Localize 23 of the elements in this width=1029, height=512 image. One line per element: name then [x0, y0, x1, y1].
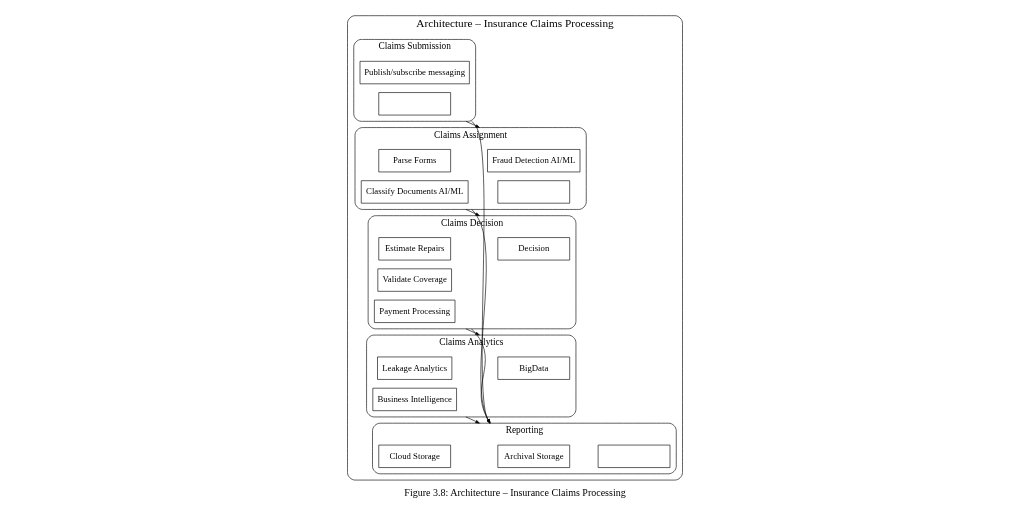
node-box: Leakage Analytics: [376, 356, 452, 380]
node-box: Classify Documents AI/ML: [360, 180, 468, 204]
node-box: Publish/subscribe messaging: [359, 61, 470, 85]
node-box: Validate Coverage: [377, 268, 452, 292]
node-box: [597, 444, 670, 468]
node-box: Archival Storage: [497, 444, 570, 468]
arrow: [465, 328, 480, 336]
arrow: [465, 416, 480, 424]
node-box: Estimate Repairs: [377, 237, 451, 261]
node-box: [377, 92, 451, 116]
node-box: Business Intelligence: [372, 387, 457, 411]
arrow: [465, 121, 480, 128]
arrow: [470, 209, 490, 424]
node-box: Decision: [497, 237, 570, 261]
node-box: Parse Forms: [377, 149, 451, 173]
node-box: Fraud Detection AI/ML: [486, 149, 580, 173]
arrow: [465, 209, 480, 216]
node-box: Cloud Storage: [377, 444, 451, 468]
node-box: BigData: [497, 356, 570, 380]
node-box: Payment Processing: [373, 299, 455, 323]
arrow: [471, 121, 490, 424]
node-box: [497, 180, 570, 204]
caption: Figure 3.8: Architecture – Insurance Claims Processing: [403, 486, 626, 498]
